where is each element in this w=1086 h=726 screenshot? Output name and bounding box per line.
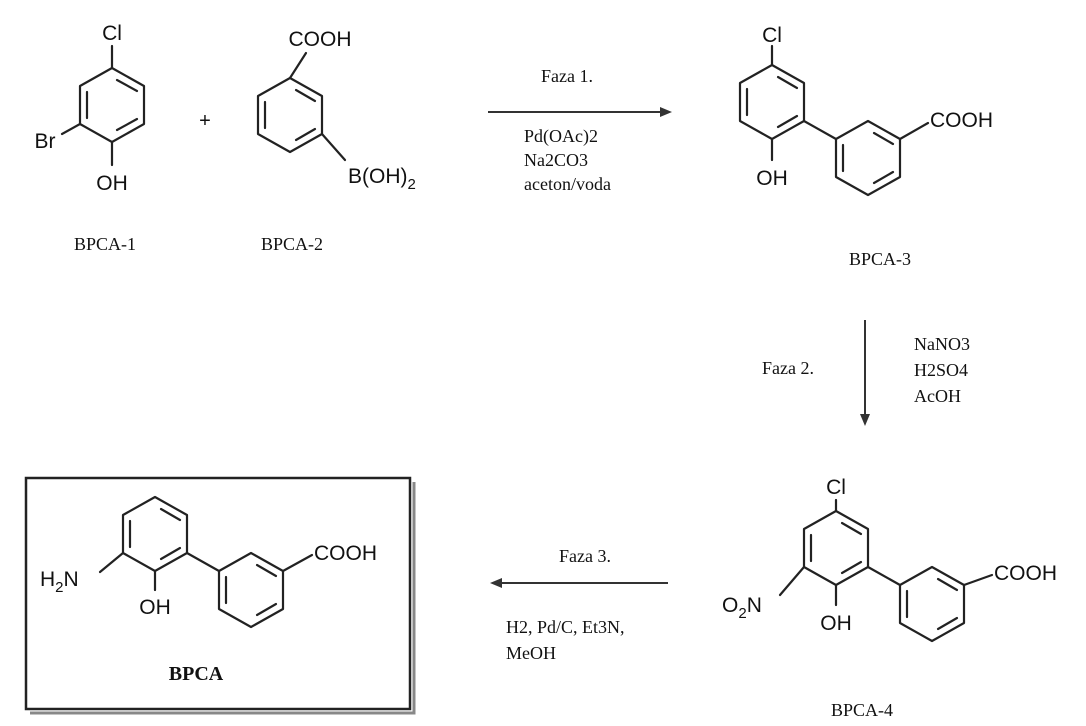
bpca-carboxyl-label: COOH [314, 542, 377, 565]
bpca-2-ring [256, 76, 324, 154]
product-box-shadow [30, 482, 416, 715]
phase-3-reagent: H2, Pd/C, Et3N, [506, 617, 625, 637]
bpca-4-carboxyl-label: COOH [994, 562, 1057, 585]
bpca-ring-a [121, 495, 189, 573]
bpca-2-name: BPCA-2 [261, 234, 323, 254]
bpca-3-carboxyl-label: COOH [930, 109, 993, 132]
bpca-ring-b [217, 551, 285, 629]
phase-2-reagent: H2SO4 [914, 360, 968, 380]
bpca-1-chloro-label: Cl [102, 22, 122, 45]
bpca-2-carboxyl-label: COOH [289, 28, 352, 51]
bpca-4-chloro-label: Cl [826, 476, 846, 499]
bpca-4-hydroxyl-label: OH [820, 612, 852, 635]
phase-1-label: Faza 1. [541, 66, 593, 86]
phase-2-reagent: AcOH [914, 386, 961, 406]
bpca-amino-label: H2N [40, 568, 79, 596]
molecule-bpca-2: COOH B(OH)2 BPCA-2 [256, 28, 416, 254]
phase-3-step: Faza 3. H2, Pd/C, Et3N, MeOH [490, 546, 668, 663]
bpca-3-hydroxyl-label: OH [756, 167, 788, 190]
bpca-3-chloro-label: Cl [762, 24, 782, 47]
molecule-bpca-1: Cl Br OH BPCA-1 [35, 22, 146, 254]
phase-2-reagent: NaNO3 [914, 334, 970, 354]
bpca-1-bromo-label: Br [35, 130, 56, 153]
phase-1-step: Faza 1. Pd(OAc)2 Na2CO3 aceton/voda [488, 66, 672, 194]
bpca-1-ring [78, 66, 146, 144]
phase-3-arrowhead [490, 578, 502, 588]
phase-2-step: Faza 2. NaNO3 H2SO4 AcOH [762, 320, 970, 426]
phase-1-arrowhead [660, 107, 672, 117]
bpca-3-ring-b [834, 119, 902, 197]
bpca-4-name: BPCA-4 [831, 700, 893, 720]
phase-1-reagent: Pd(OAc)2 [524, 126, 598, 147]
bpca-name: BPCA [169, 663, 224, 685]
phase-2-label: Faza 2. [762, 358, 814, 378]
bpca-3-name: BPCA-3 [849, 249, 911, 269]
product-box [24, 476, 412, 711]
bpca-1-name: BPCA-1 [74, 234, 136, 254]
phase-1-reagent: Na2CO3 [524, 150, 588, 170]
molecule-bpca-4: Cl O2N OH COOH BPCA-4 [722, 476, 1057, 720]
phase-2-arrowhead [860, 414, 870, 426]
bpca-4-nitro-label: O2N [722, 594, 762, 622]
bpca-4-ring-a [802, 509, 870, 587]
phase-1-reagent: aceton/voda [524, 174, 611, 194]
bpca-4-ring-b [898, 565, 966, 643]
molecule-bpca-3: Cl OH COOH BPCA-3 [738, 24, 993, 269]
phase-3-reagent: MeOH [506, 643, 556, 663]
plus-sign: + [199, 110, 211, 132]
bpca-1-hydroxyl-label: OH [96, 172, 128, 195]
bpca-2-boronic-acid-label: B(OH)2 [348, 165, 416, 193]
bpca-hydroxyl-label: OH [139, 596, 171, 619]
phase-3-label: Faza 3. [559, 546, 611, 566]
bpca-3-ring-a [738, 63, 806, 141]
molecule-bpca-final: H2N OH COOH BPCA [24, 476, 416, 715]
